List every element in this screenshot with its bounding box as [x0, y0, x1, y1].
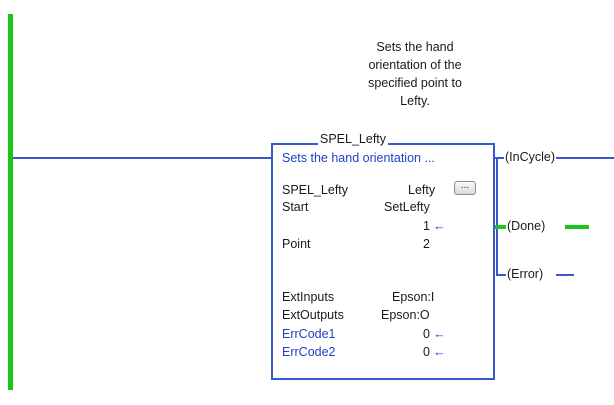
- error-branch-wire: [496, 274, 506, 276]
- description-line: Sets the hand: [376, 40, 454, 54]
- incycle-label: InCycle: [509, 150, 551, 164]
- output-branch-wire: [496, 157, 498, 275]
- live-value-arrow-icon: ←: [433, 327, 446, 341]
- done-output-coil[interactable]: (Done): [506, 219, 547, 233]
- error-coil-tail-wire: [556, 274, 574, 276]
- description-line: specified point to: [368, 76, 462, 90]
- coil-right-icon: ): [541, 219, 546, 233]
- param-value-errcode1: 0: [423, 327, 430, 341]
- properties-ellipsis-button[interactable]: ...: [454, 181, 476, 195]
- block-title: SPEL_Lefty: [318, 132, 389, 146]
- param-label-extinputs: ExtInputs: [282, 290, 335, 304]
- coil-left-icon: (: [505, 150, 510, 164]
- coil-left-icon: (: [507, 267, 512, 281]
- block-description: Sets the hand orientation ...: [282, 151, 435, 165]
- param-value-extinputs[interactable]: Epson:I: [392, 290, 435, 304]
- live-value-arrow-icon: ←: [433, 219, 446, 233]
- param-value-lefty[interactable]: Lefty: [408, 183, 436, 197]
- done-label: Done: [511, 219, 542, 233]
- param-value-point[interactable]: 2: [423, 237, 430, 251]
- param-label-spel-lefty: SPEL_Lefty: [282, 183, 349, 197]
- description-line: orientation of the: [368, 58, 462, 72]
- coil-right-icon: ): [550, 150, 556, 164]
- rung-wire-input[interactable]: [13, 157, 271, 159]
- param-label-errcode2: ErrCode2: [282, 345, 336, 359]
- live-value-arrow-icon: ←: [433, 345, 446, 359]
- param-value-start-live: 1: [423, 219, 430, 233]
- error-label: Error: [511, 267, 539, 281]
- done-energized-wire-left: [495, 225, 506, 229]
- done-energized-wire-right: [565, 225, 589, 229]
- coil-left-icon: (: [507, 219, 512, 233]
- description-line: Lefty.: [400, 94, 430, 108]
- param-label-extoutputs: ExtOutputs: [282, 308, 344, 322]
- param-value-setlefty[interactable]: SetLefty: [384, 200, 430, 214]
- rung-description: Sets the hand orientation of the specifi…: [330, 38, 500, 110]
- param-label-errcode1: ErrCode1: [282, 327, 336, 341]
- left-power-rail: [8, 14, 13, 390]
- param-value-extoutputs[interactable]: Epson:O: [381, 308, 430, 322]
- incycle-output-coil[interactable]: (InCycle): [504, 150, 557, 164]
- param-label-start: Start: [282, 200, 309, 214]
- param-value-errcode2: 0: [423, 345, 430, 359]
- coil-right-icon: ): [538, 267, 544, 281]
- error-output-coil[interactable]: (Error): [506, 267, 545, 281]
- param-label-point: Point: [282, 237, 311, 251]
